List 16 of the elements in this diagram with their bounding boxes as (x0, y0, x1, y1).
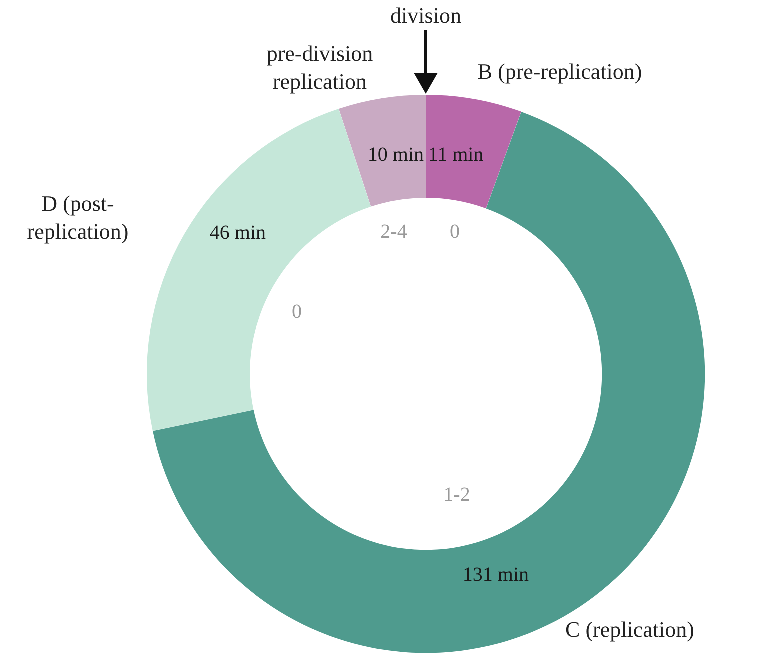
phase-label: C (replication) (564, 616, 696, 644)
phase-label: D (post-replication) (26, 190, 130, 245)
count-label: 0 (449, 220, 461, 245)
duration-label: 131 min (462, 562, 530, 588)
division-label: division (380, 2, 472, 30)
duration-label: 46 min (208, 220, 268, 246)
count-label: 2-4 (380, 220, 408, 245)
count-label: 0 (291, 300, 303, 325)
donut-slice (147, 108, 372, 432)
count-label: 1-2 (442, 483, 472, 508)
phase-label: B (pre-replication) (476, 58, 644, 86)
arrow (414, 30, 438, 94)
donut-slice (152, 112, 705, 653)
donut-slice (426, 95, 522, 209)
donut-slice (338, 95, 426, 207)
phase-label: pre-division replication (266, 40, 374, 95)
